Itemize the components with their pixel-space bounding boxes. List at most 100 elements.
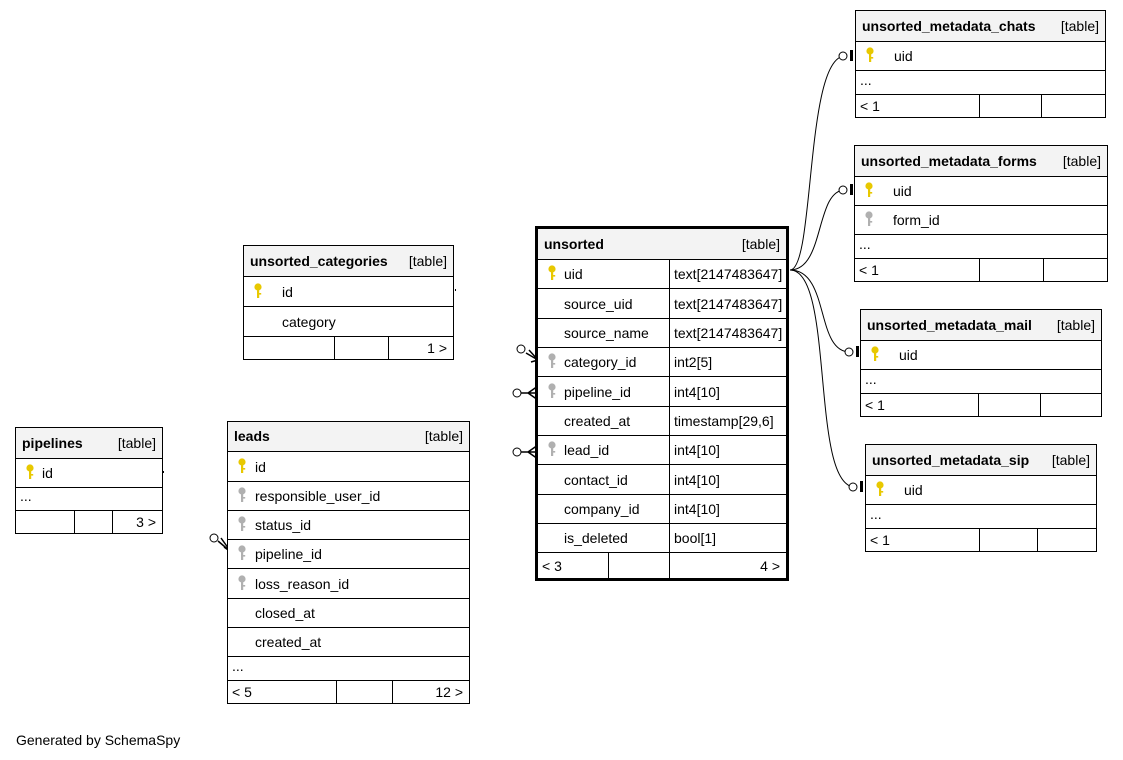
column-row[interactable]: id bbox=[244, 276, 453, 306]
column-name: form_id bbox=[893, 212, 940, 228]
table-unsorted-metadata-chats[interactable]: unsorted_metadata_chats [table] uid ... … bbox=[855, 10, 1106, 118]
footer-left[interactable]: < 5 bbox=[228, 681, 336, 703]
table-pipelines[interactable]: pipelines [table] id ... 3 > bbox=[15, 427, 163, 534]
column-row[interactable]: uid bbox=[866, 475, 1096, 504]
column-row[interactable]: pipeline_id bbox=[228, 539, 469, 568]
column-type: int4[10] bbox=[669, 377, 720, 406]
column-type: text[2147483647] bbox=[669, 289, 782, 318]
table-header: unsorted_categories [table] bbox=[244, 246, 453, 276]
child-count: 1 > bbox=[427, 340, 447, 356]
column-row[interactable]: uid bbox=[856, 41, 1105, 70]
column-row[interactable]: loss_reason_id bbox=[228, 568, 469, 598]
footer-right[interactable] bbox=[1041, 95, 1105, 117]
column-row[interactable]: responsible_user_id bbox=[228, 481, 469, 510]
column-row[interactable]: company_id int4[10] bbox=[538, 494, 786, 523]
table-footer: < 1 bbox=[866, 528, 1096, 551]
table-footer: < 1 bbox=[861, 393, 1101, 416]
footer-middle bbox=[978, 394, 1040, 416]
table-header: unsorted_metadata_mail [table] bbox=[861, 310, 1101, 340]
footer-left[interactable]: < 3 bbox=[538, 553, 608, 578]
rel-mail bbox=[789, 269, 851, 353]
column-name: lead_id bbox=[564, 442, 610, 458]
column-row[interactable]: uid text[2147483647] bbox=[538, 259, 786, 288]
table-unsorted-metadata-sip[interactable]: unsorted_metadata_sip [table] uid ... < … bbox=[865, 444, 1097, 552]
footer-left[interactable] bbox=[244, 337, 334, 359]
column-row[interactable]: source_uid text[2147483647] bbox=[538, 288, 786, 318]
column-name: uid bbox=[564, 266, 583, 282]
table-unsorted[interactable]: unsorted [table] uid text[2147483647] so… bbox=[535, 226, 789, 581]
column-row[interactable]: id bbox=[16, 458, 162, 487]
primary-key-icon bbox=[546, 260, 558, 288]
footer-left[interactable]: < 1 bbox=[866, 529, 979, 551]
column-row[interactable]: category_id int2[5] bbox=[538, 347, 786, 376]
foreign-key-icon bbox=[236, 482, 248, 510]
child-count: 12 > bbox=[435, 684, 463, 700]
foreign-key-icon bbox=[236, 540, 248, 568]
table-footer: 1 > bbox=[244, 336, 453, 359]
footer-right[interactable] bbox=[1037, 529, 1096, 551]
column-row[interactable]: contact_id int4[10] bbox=[538, 464, 786, 494]
ellipsis-row: ... bbox=[861, 369, 1101, 393]
column-row[interactable]: id bbox=[228, 451, 469, 481]
table-footer: < 1 bbox=[855, 258, 1107, 281]
footer-right[interactable] bbox=[1040, 394, 1101, 416]
table-name: unsorted_categories bbox=[250, 253, 388, 269]
child-count: 3 > bbox=[136, 514, 156, 530]
column-name: id bbox=[255, 459, 266, 475]
column-row[interactable]: created_at timestamp[29,6] bbox=[538, 406, 786, 435]
column-name: loss_reason_id bbox=[255, 576, 350, 592]
table-footer: < 3 4 > bbox=[538, 552, 786, 578]
rel-sip-zero bbox=[848, 482, 858, 492]
column-row[interactable]: pipeline_id int4[10] bbox=[538, 376, 786, 406]
table-type: [table] bbox=[1056, 317, 1095, 333]
footer-right[interactable] bbox=[1043, 259, 1107, 281]
parent-count: < 1 bbox=[860, 98, 880, 114]
more-columns: ... bbox=[870, 506, 882, 522]
table-type: [table] bbox=[1062, 153, 1101, 169]
footer-middle bbox=[979, 529, 1037, 551]
column-type: int2[5] bbox=[669, 348, 712, 376]
table-header: unsorted_metadata_sip [table] bbox=[866, 445, 1096, 475]
table-type: [table] bbox=[1060, 18, 1099, 34]
column-name: pipeline_id bbox=[564, 384, 631, 400]
column-row[interactable]: uid bbox=[861, 340, 1101, 369]
column-row[interactable]: lead_id int4[10] bbox=[538, 435, 786, 464]
column-name: id bbox=[282, 284, 293, 300]
column-row[interactable]: closed_at bbox=[228, 598, 469, 627]
table-unsorted-categories[interactable]: unsorted_categories [table] id category … bbox=[243, 245, 454, 360]
more-columns: ... bbox=[865, 371, 877, 387]
footer-left[interactable] bbox=[16, 511, 74, 533]
column-row[interactable]: category bbox=[244, 306, 453, 336]
table-footer: < 1 bbox=[856, 94, 1105, 117]
column-name: category_id bbox=[564, 354, 637, 370]
table-unsorted-metadata-forms[interactable]: unsorted_metadata_forms [table] uid form… bbox=[854, 145, 1108, 282]
footer-middle bbox=[74, 511, 112, 533]
edge-mark-pipelines bbox=[163, 471, 164, 473]
column-name: uid bbox=[899, 347, 918, 363]
column-type: int4[10] bbox=[669, 465, 720, 494]
column-row[interactable]: is_deleted bool[1] bbox=[538, 523, 786, 552]
footer-right[interactable]: 4 > bbox=[669, 553, 786, 578]
table-name: leads bbox=[234, 428, 270, 444]
child-count: 4 > bbox=[760, 558, 780, 574]
primary-key-icon bbox=[874, 476, 886, 504]
table-footer: < 5 12 > bbox=[228, 680, 469, 703]
footer-left[interactable]: < 1 bbox=[856, 95, 979, 117]
footer-right[interactable]: 1 > bbox=[388, 337, 453, 359]
column-row[interactable]: form_id bbox=[855, 205, 1107, 234]
table-type: [table] bbox=[1051, 452, 1090, 468]
table-unsorted-metadata-mail[interactable]: unsorted_metadata_mail [table] uid ... <… bbox=[860, 309, 1102, 417]
footer-middle bbox=[336, 681, 392, 703]
table-leads[interactable]: leads [table] id responsible_user_id sta… bbox=[227, 421, 470, 704]
footer-right[interactable]: 12 > bbox=[392, 681, 469, 703]
column-name: uid bbox=[893, 183, 912, 199]
footer-left[interactable]: < 1 bbox=[861, 394, 978, 416]
column-row[interactable]: source_name text[2147483647] bbox=[538, 318, 786, 347]
footer-left[interactable]: < 1 bbox=[855, 259, 979, 281]
column-type: text[2147483647] bbox=[669, 319, 782, 347]
column-row[interactable]: status_id bbox=[228, 510, 469, 539]
column-row[interactable]: created_at bbox=[228, 627, 469, 656]
footer-right[interactable]: 3 > bbox=[112, 511, 162, 533]
column-row[interactable]: uid bbox=[855, 176, 1107, 205]
column-name: uid bbox=[904, 482, 923, 498]
